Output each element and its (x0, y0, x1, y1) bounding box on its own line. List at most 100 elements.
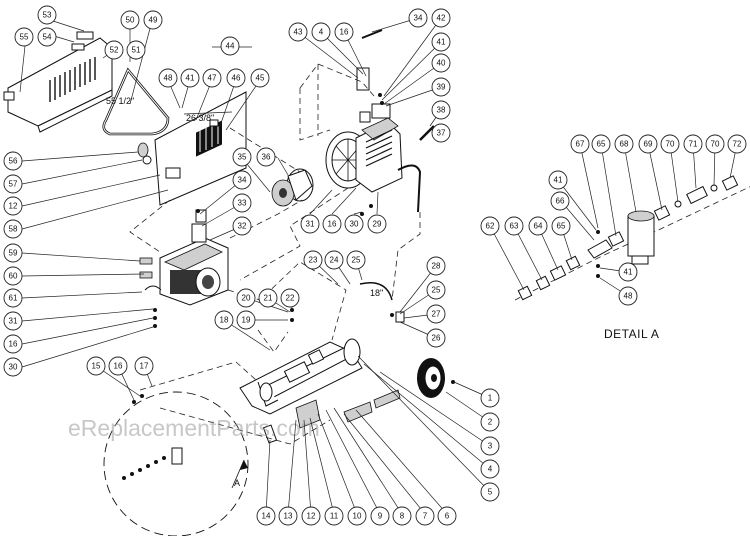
callout-23: 23 (303, 250, 323, 270)
air-tank-assembly (239, 282, 405, 444)
compressor-pulley (271, 168, 314, 207)
svg-text:31: 31 (306, 220, 315, 229)
svg-text:69: 69 (644, 140, 653, 149)
svg-text:62: 62 (486, 222, 495, 231)
callout-40: 40 (431, 53, 451, 73)
svg-text:19: 19 (242, 316, 251, 325)
svg-text:23: 23 (309, 256, 318, 265)
callout-30-mid: 30 (344, 214, 364, 234)
callout-20: 20 (236, 288, 256, 308)
svg-text:36: 36 (262, 153, 271, 162)
callout-41-top: 41 (431, 32, 451, 52)
svg-text:29: 29 (373, 220, 382, 229)
svg-text:4: 4 (488, 465, 493, 474)
svg-text:61: 61 (9, 294, 18, 303)
svg-text:14: 14 (262, 512, 271, 521)
callout-8: 8 (392, 506, 412, 526)
svg-text:57: 57 (9, 180, 18, 189)
svg-text:22: 22 (286, 294, 295, 303)
belt-guard-backplate (154, 91, 247, 206)
svg-text:28: 28 (432, 262, 441, 271)
wheel (417, 358, 445, 398)
callout-63: 63 (504, 216, 524, 236)
svg-text:17: 17 (140, 362, 149, 371)
svg-text:58: 58 (9, 225, 18, 234)
svg-text:60: 60 (9, 272, 18, 281)
callout-65-top: 65 (591, 134, 611, 154)
callout-9: 9 (370, 506, 390, 526)
callout-61: 61 (3, 288, 23, 308)
svg-text:49: 49 (149, 16, 158, 25)
svg-text:16: 16 (340, 28, 349, 37)
callout-19: 19 (236, 310, 256, 330)
svg-text:68: 68 (620, 140, 629, 149)
callout-39: 39 (431, 77, 451, 97)
svg-text:15: 15 (92, 362, 101, 371)
callout-47: 47 (202, 68, 222, 88)
hardware-dots (132, 93, 455, 404)
callout-2: 2 (480, 412, 500, 432)
svg-text:4: 4 (319, 28, 324, 37)
callouts: 53 54 55 50 49 52 51 48 41 47 46 45 44 5… (3, 5, 747, 526)
tube-length-label: 18" (370, 288, 383, 298)
callout-4-low: 4 (480, 459, 500, 479)
svg-text:34: 34 (238, 176, 247, 185)
svg-text:50: 50 (126, 16, 135, 25)
callout-31-mid: 31 (300, 214, 320, 234)
callout-65: 65 (551, 216, 571, 236)
svg-text:39: 39 (437, 83, 446, 92)
svg-text:33: 33 (238, 199, 247, 208)
svg-text:30: 30 (350, 220, 359, 229)
callout-68: 68 (614, 134, 634, 154)
svg-text:52: 52 (110, 46, 119, 55)
callout-60: 60 (3, 266, 23, 286)
svg-text:65: 65 (557, 222, 566, 231)
svg-text:46: 46 (232, 74, 241, 83)
svg-text:40: 40 (437, 59, 446, 68)
callout-3: 3 (480, 436, 500, 456)
callout-72: 72 (727, 134, 747, 154)
callout-24: 24 (324, 250, 344, 270)
svg-text:37: 37 (437, 129, 446, 138)
svg-text:13: 13 (284, 512, 293, 521)
svg-text:16: 16 (9, 340, 18, 349)
svg-text:41: 41 (186, 74, 195, 83)
callout-66: 66 (550, 191, 570, 211)
callout-11: 11 (324, 506, 344, 526)
svg-text:16: 16 (328, 220, 337, 229)
svg-text:35: 35 (238, 153, 247, 162)
callout-18: 18 (214, 310, 234, 330)
svg-text:41: 41 (437, 38, 446, 47)
callout-13: 13 (278, 506, 298, 526)
callout-69: 69 (638, 134, 658, 154)
callout-12: 12 (3, 196, 23, 216)
svg-text:47: 47 (208, 74, 217, 83)
svg-text:32: 32 (238, 222, 247, 231)
callout-57: 57 (3, 174, 23, 194)
svg-text:66: 66 (556, 197, 565, 206)
detail-a-reference: A (103, 391, 249, 536)
callout-1: 1 (480, 388, 500, 408)
svg-text:21: 21 (264, 294, 273, 303)
svg-text:18: 18 (220, 316, 229, 325)
callout-26: 26 (426, 328, 446, 348)
callout-22: 22 (280, 288, 300, 308)
svg-text:16: 16 (114, 362, 123, 371)
svg-text:43: 43 (294, 28, 303, 37)
callout-55: 55 (14, 27, 34, 47)
svg-text:53: 53 (43, 11, 52, 20)
callout-44: 44 (220, 36, 240, 56)
callout-41-detail: 41 (548, 170, 568, 190)
callout-41-detail-low: 41 (618, 262, 638, 282)
callout-58: 58 (3, 219, 23, 239)
motor-pulley (137, 142, 152, 165)
svg-text:12: 12 (307, 512, 316, 521)
callout-25: 25 (346, 250, 366, 270)
svg-text:48: 48 (164, 74, 173, 83)
drive-belt: 55 1/2" (102, 67, 170, 136)
callout-16: 16 (3, 334, 23, 354)
callout-48-detail: 48 (618, 286, 638, 306)
callout-42: 42 (431, 8, 451, 28)
callout-56: 56 (3, 151, 23, 171)
